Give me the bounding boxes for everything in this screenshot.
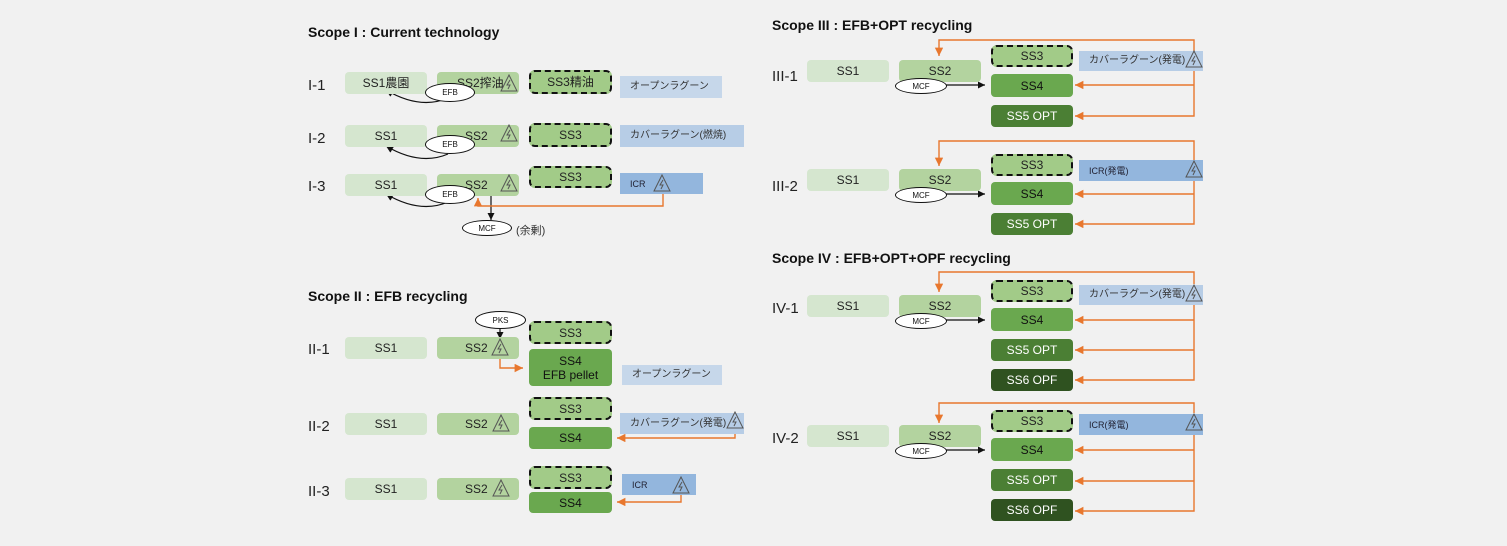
ss4-box: SS4 — [991, 308, 1073, 331]
warning-lightning-icon — [672, 476, 690, 494]
ss3-box: SS3 — [529, 166, 612, 188]
row-label: II-1 — [308, 341, 330, 358]
cover-lagoon-box: カバーラグーン(発電) — [620, 413, 744, 434]
warning-lightning-icon — [1185, 50, 1203, 68]
warning-lightning-icon — [500, 174, 518, 192]
row-label: III-2 — [772, 178, 798, 195]
ss3-box: SS3 — [529, 123, 612, 147]
ss3-box: SS3 — [529, 466, 612, 489]
ss6-box: SS6 OPF — [991, 499, 1073, 521]
row-label: III-1 — [772, 68, 798, 85]
surplus-note: (余剰) — [516, 225, 546, 237]
mcf-ellipse: MCF — [895, 78, 947, 94]
scope-ii-title: Scope II : EFB recycling — [308, 288, 468, 304]
ss3-box: SS3精油 — [529, 70, 612, 94]
pks-ellipse: PKS — [475, 311, 526, 329]
row-label: I-1 — [308, 77, 326, 94]
ss1-box: SS1 — [807, 169, 889, 191]
warning-lightning-icon — [491, 338, 509, 356]
mcf-ellipse: MCF — [895, 443, 947, 459]
icr-box: ICR(発電) — [1079, 414, 1203, 435]
cover-lagoon-box: カバーラグーン(発電) — [1079, 285, 1203, 305]
warning-lightning-icon — [500, 74, 518, 92]
ss1-box: SS1 — [345, 174, 427, 196]
ss3-box: SS3 — [991, 410, 1073, 432]
return-ii3 — [617, 494, 682, 507]
efb-ellipse: EFB — [425, 135, 475, 154]
icr-box: ICR(発電) — [1079, 160, 1203, 181]
warning-lightning-icon — [1185, 284, 1203, 302]
ss4-box: SS4 EFB pellet — [529, 349, 612, 386]
ss2-box: SS2 — [899, 169, 981, 191]
ss3-box: SS3 — [991, 154, 1073, 176]
warning-lightning-icon — [1185, 413, 1203, 431]
ss4-box: SS4 — [529, 492, 612, 513]
ss5-box: SS5 OPT — [991, 339, 1073, 361]
ss4-box: SS4 — [991, 74, 1073, 97]
warning-lightning-icon — [500, 124, 518, 142]
ss4-box: SS4 — [529, 427, 612, 449]
ss1-box: SS1 — [807, 295, 889, 317]
open-lagoon-box: オープンラグーン — [622, 365, 722, 385]
efb-ellipse: EFB — [425, 185, 475, 204]
icr-box: ICR — [620, 173, 703, 194]
ss1-box: SS1農園 — [345, 72, 427, 94]
row-label: II-2 — [308, 418, 330, 435]
warning-lightning-icon — [492, 479, 510, 497]
ss1-box: SS1 — [345, 125, 427, 147]
ss3-box: SS3 — [991, 280, 1073, 302]
ss4-box: SS4 — [991, 438, 1073, 461]
efb-ellipse: EFB — [425, 83, 475, 102]
ss6-box: SS6 OPF — [991, 369, 1073, 391]
cover-lagoon-box: カバーラグーン(発電) — [1079, 51, 1203, 71]
warning-lightning-icon — [653, 174, 671, 192]
open-lagoon-box: オープンラグーン — [620, 76, 722, 98]
row-label: IV-2 — [772, 430, 799, 447]
row-label: I-3 — [308, 178, 326, 195]
warning-lightning-icon — [726, 411, 744, 429]
row-label: I-2 — [308, 130, 326, 147]
ss2-box: SS2 — [437, 413, 519, 435]
ss4-sublabel: EFB pellet — [542, 367, 599, 382]
ss2-box: SS2 — [437, 478, 519, 500]
ss1-box: SS1 — [345, 337, 427, 359]
ss1-box: SS1 — [807, 60, 889, 82]
ss1-box: SS1 — [345, 478, 427, 500]
cover-lagoon-box: カバーラグーン(燃焼) — [620, 125, 744, 147]
ss2-box: SS2 — [899, 425, 981, 447]
ss3-box: SS3 — [991, 45, 1073, 67]
row-label: II-3 — [308, 483, 330, 500]
warning-lightning-icon — [1185, 160, 1203, 178]
mcf-ellipse: MCF — [895, 187, 947, 203]
ss2-box: SS2 — [899, 295, 981, 317]
ss3-box: SS3 — [529, 321, 612, 344]
mcf-ellipse: MCF — [895, 313, 947, 329]
ss1-box: SS1 — [345, 413, 427, 435]
icr-box: ICR — [622, 474, 696, 495]
ss3-box: SS3 — [529, 397, 612, 420]
ss5-box: SS5 OPT — [991, 105, 1073, 127]
ss5-box: SS5 OPT — [991, 213, 1073, 235]
ss5-box: SS5 OPT — [991, 469, 1073, 491]
scope-i-title: Scope I : Current technology — [308, 24, 500, 40]
ret-iii1 — [1075, 66, 1195, 121]
ss4-box: SS4 — [991, 182, 1073, 205]
row-label: IV-1 — [772, 300, 799, 317]
warning-lightning-icon — [492, 414, 510, 432]
scope-iii-title: Scope III : EFB+OPT recycling — [772, 17, 973, 33]
ss1-box: SS1 — [807, 425, 889, 447]
ss4-label: SS4 — [559, 353, 582, 368]
scope-iv-title: Scope IV : EFB+OPT+OPF recycling — [772, 250, 1011, 266]
ss2-box: SS2 — [899, 60, 981, 82]
mcf-ellipse: MCF — [462, 220, 512, 236]
